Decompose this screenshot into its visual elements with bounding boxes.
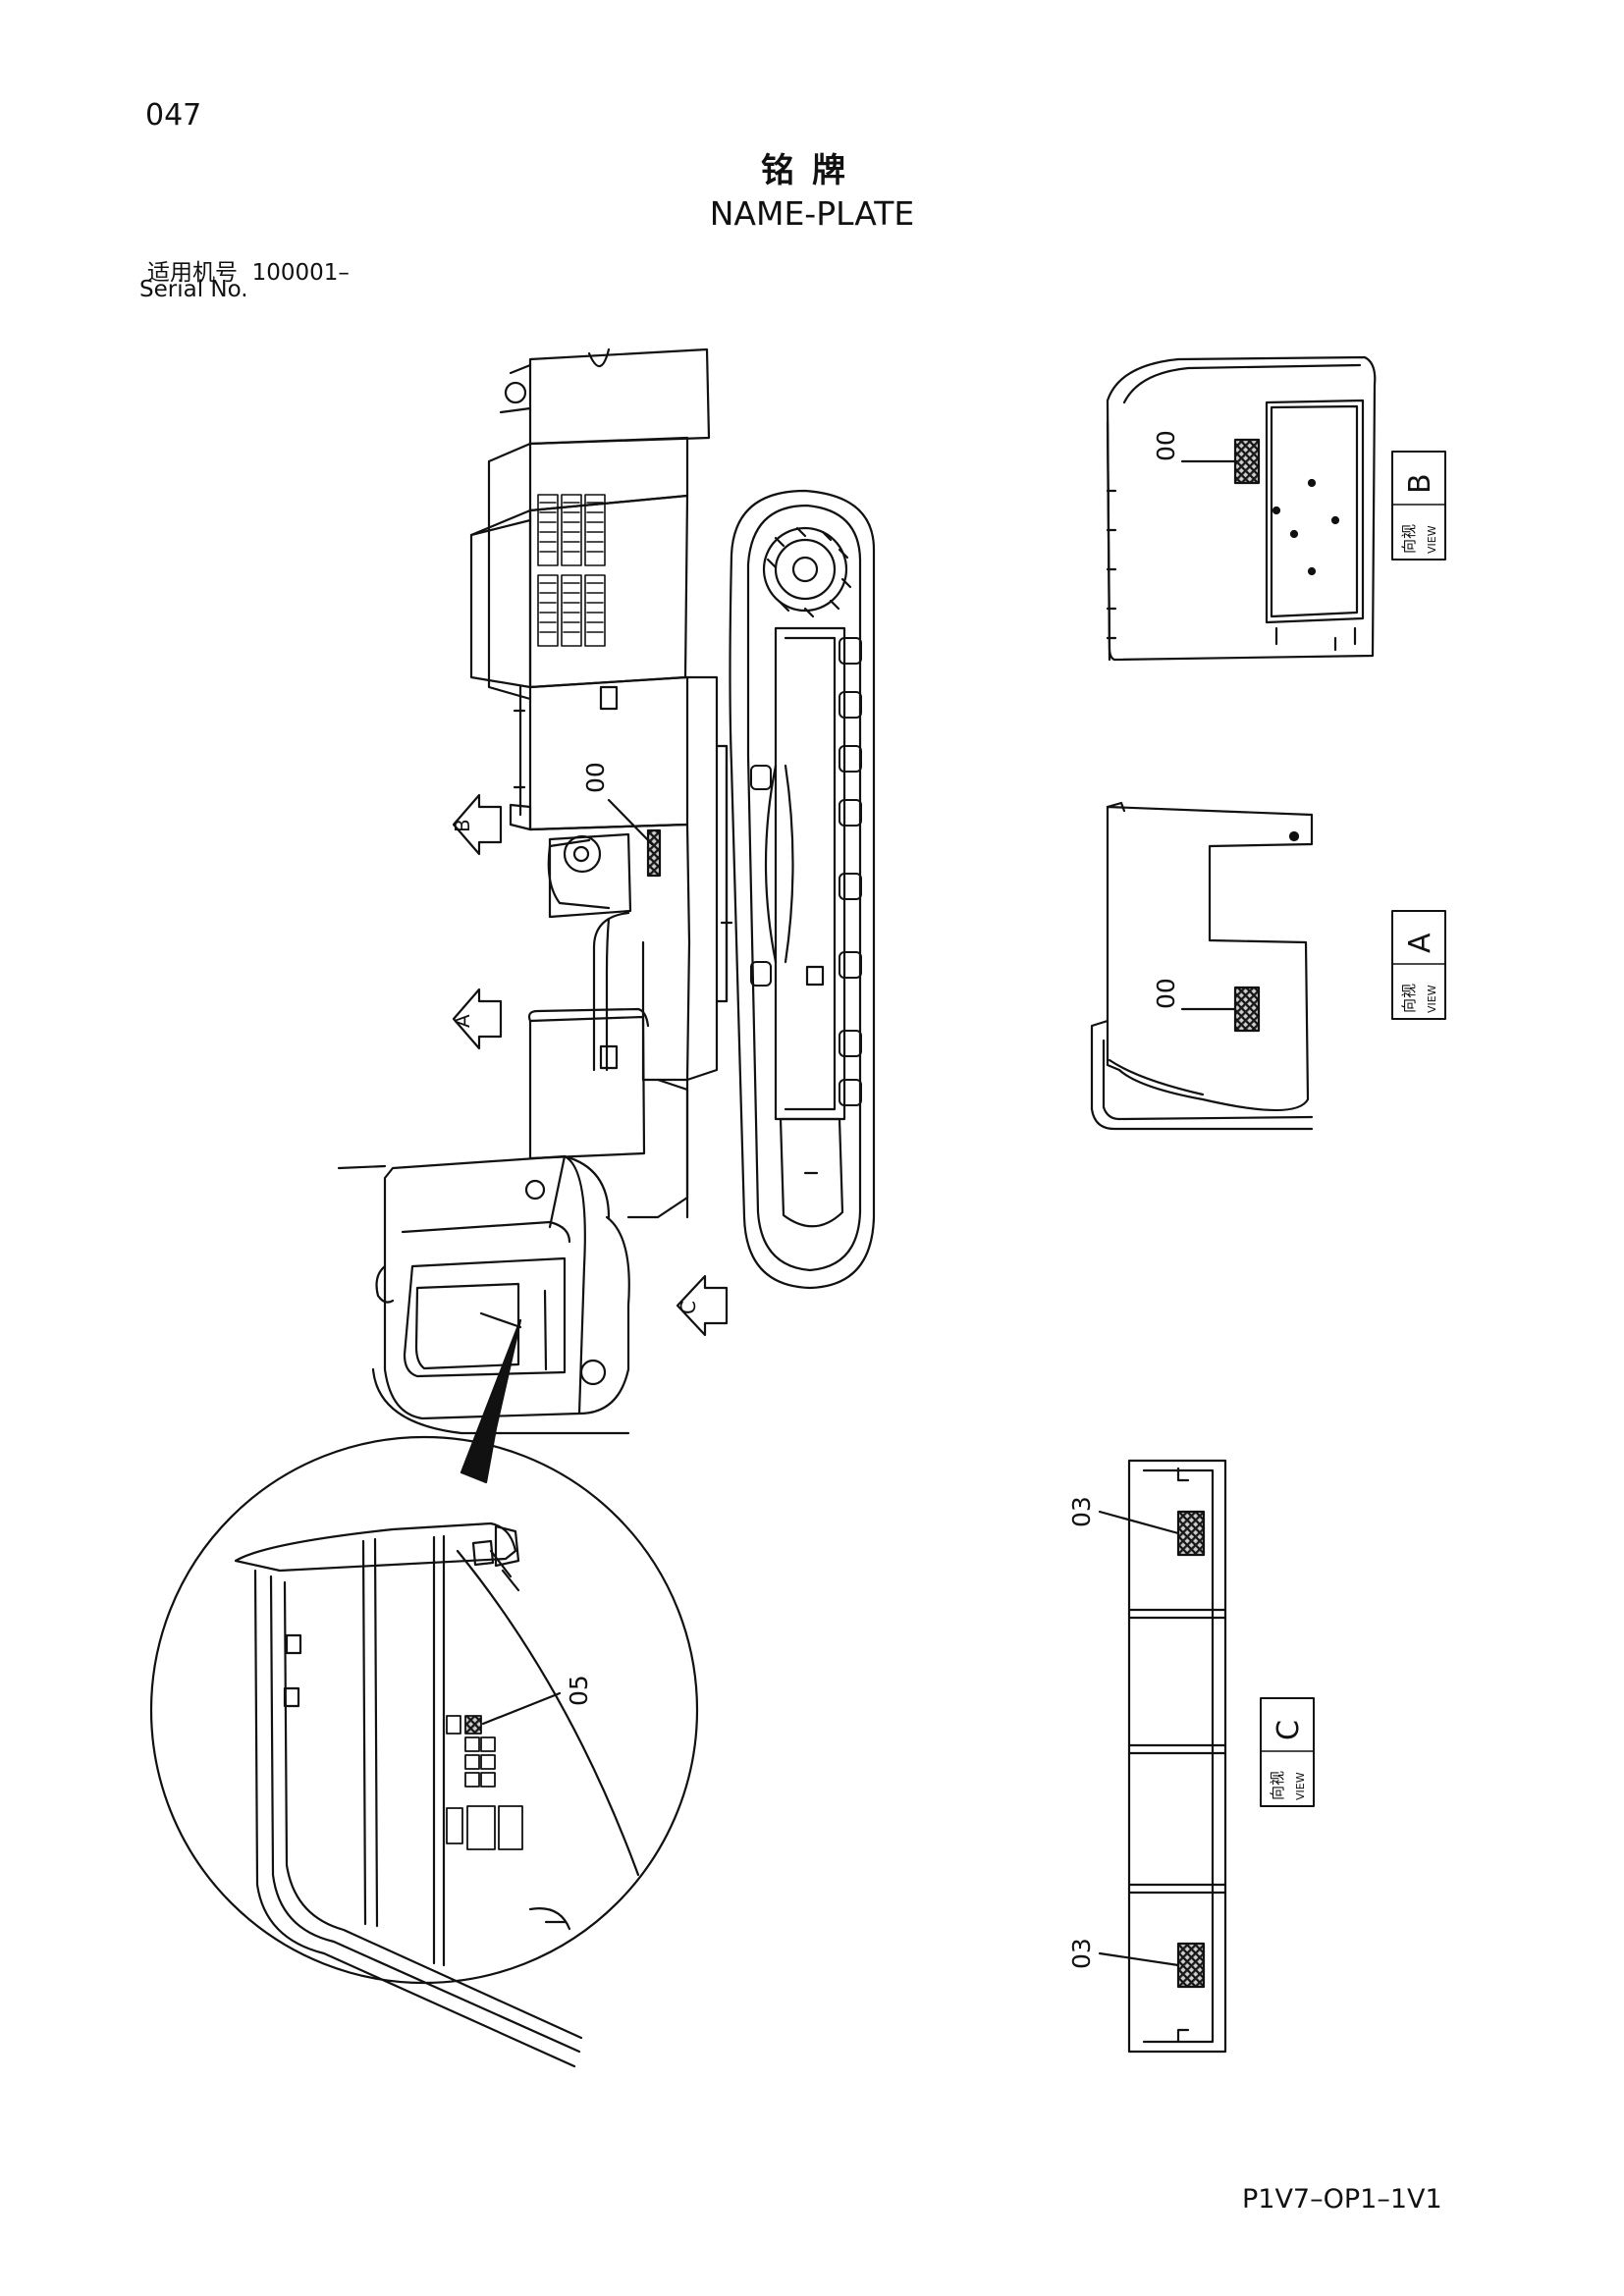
detail-circle: 05 bbox=[149, 1435, 699, 2068]
svg-text:VIEW: VIEW bbox=[1426, 985, 1438, 1013]
louver-grille bbox=[537, 494, 606, 647]
svg-text:VIEW: VIEW bbox=[1426, 525, 1438, 554]
page-number: 047 bbox=[145, 98, 202, 133]
serial-label-chinese: 适用机号 bbox=[147, 260, 238, 286]
callout-view-b: 00 bbox=[1152, 430, 1237, 463]
view-c-label: 向视 VIEW C bbox=[1260, 1697, 1315, 1807]
view-a-drawing: 00 bbox=[1090, 801, 1314, 1131]
callout-view-c-top: 03 bbox=[1067, 1496, 1180, 1535]
view-a-label: 向视 VIEW A bbox=[1391, 910, 1446, 1020]
svg-text:03: 03 bbox=[1067, 1496, 1096, 1527]
serial-number-row: 适用机号 100001– bbox=[147, 253, 350, 287]
view-arrow-c: C bbox=[676, 1274, 729, 1337]
crawler-track bbox=[720, 489, 876, 1290]
drawing-code: P1V7–OP1–1V1 bbox=[1242, 2184, 1442, 2215]
svg-text:A: A bbox=[1403, 933, 1437, 953]
svg-text:向视: 向视 bbox=[1269, 1771, 1286, 1800]
page-title-chinese: 铭牌 bbox=[761, 151, 863, 190]
svg-text:00: 00 bbox=[1152, 430, 1180, 461]
serial-label-english: Serial No. bbox=[139, 277, 248, 302]
svg-text:A: A bbox=[451, 1014, 474, 1028]
view-b-drawing: 00 bbox=[1106, 355, 1377, 662]
svg-text:向视: 向视 bbox=[1400, 984, 1418, 1013]
view-arrow-a: A bbox=[451, 988, 503, 1050]
view-arrow-b: B bbox=[451, 793, 503, 856]
svg-text:VIEW: VIEW bbox=[1294, 1772, 1307, 1800]
svg-text:00: 00 bbox=[581, 762, 610, 793]
svg-text:03: 03 bbox=[1067, 1938, 1096, 1969]
svg-text:C: C bbox=[1272, 1720, 1306, 1740]
svg-text:C: C bbox=[677, 1301, 700, 1314]
svg-text:00: 00 bbox=[1152, 978, 1180, 1009]
callout-view-a: 00 bbox=[1152, 978, 1237, 1011]
callout-view-c-bottom: 03 bbox=[1067, 1938, 1180, 1969]
svg-text:向视: 向视 bbox=[1400, 524, 1418, 554]
machine-side-view bbox=[337, 347, 729, 1484]
svg-text:05: 05 bbox=[565, 1675, 593, 1706]
view-b-label: 向视 VIEW B bbox=[1391, 451, 1446, 561]
serial-number-value: 100001– bbox=[251, 260, 350, 286]
callout-main-side: 00 bbox=[581, 762, 654, 846]
svg-text:B: B bbox=[451, 819, 474, 832]
svg-text:B: B bbox=[1403, 473, 1437, 494]
page-title-english: NAME-PLATE bbox=[709, 194, 915, 233]
view-c-drawing: 03 03 bbox=[1067, 1459, 1227, 2054]
callout-detail: 05 bbox=[481, 1675, 593, 1726]
